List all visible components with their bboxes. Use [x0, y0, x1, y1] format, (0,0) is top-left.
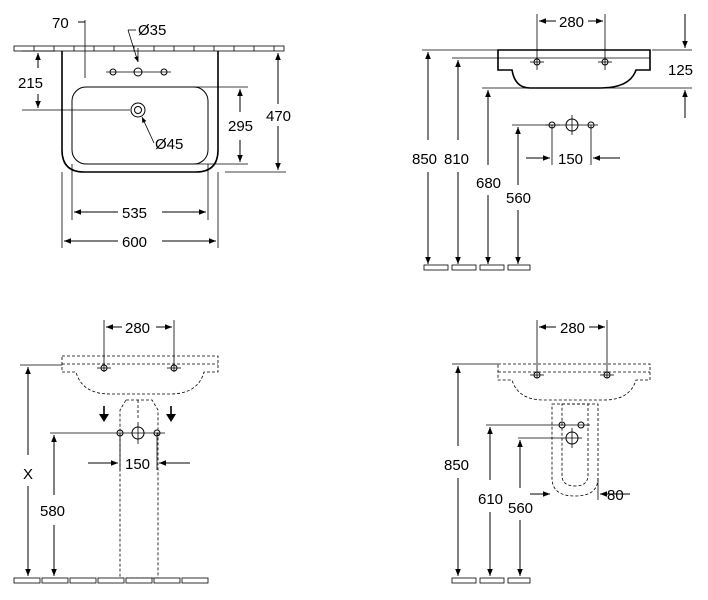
dim-810: 810 — [444, 151, 469, 168]
basin-front-2 — [497, 363, 651, 401]
dim-215: 215 — [18, 75, 43, 92]
dim-535: 535 — [122, 205, 147, 222]
dim-x: X — [23, 466, 33, 483]
basin-profile — [497, 49, 651, 89]
dim-280-bl: 280 — [125, 320, 150, 337]
plan-view: 70 Ø35 215 295 470 Ø45 535 — [13, 15, 291, 251]
dim-280-tr: 280 — [559, 14, 584, 31]
dim-560-br: 560 — [508, 500, 533, 517]
dim-280-br: 280 — [560, 320, 585, 337]
dim-610: 610 — [478, 491, 503, 508]
dim-295: 295 — [228, 118, 253, 135]
floor-hatch — [451, 577, 531, 584]
dim-150-bl: 150 — [125, 456, 150, 473]
dim-850-br: 850 — [444, 457, 469, 474]
dim-680: 680 — [476, 175, 501, 192]
basin-outline — [61, 51, 219, 173]
wall-hatch — [13, 45, 285, 52]
floor-hatch — [13, 577, 209, 584]
front-view-pedestal: 280 150 X 580 — [13, 320, 219, 584]
semi-pedestal — [551, 403, 599, 497]
dim-580: 580 — [40, 503, 65, 520]
tap-holes — [106, 67, 171, 77]
dim-125: 125 — [668, 62, 693, 79]
dim-80: 80 — [607, 487, 624, 504]
drain-icon — [130, 102, 146, 118]
dim-470: 470 — [266, 108, 291, 125]
dim-diam45: Ø45 — [155, 136, 183, 153]
dim-70: 70 — [52, 15, 69, 32]
dim-850-tr: 850 — [412, 151, 437, 168]
dim-diam35: Ø35 — [138, 22, 166, 39]
dim-600: 600 — [122, 234, 147, 251]
basin-front — [61, 355, 219, 395]
side-view-wall: 280 125 850 810 680 560 — [412, 14, 693, 271]
arrow-down-icon — [99, 406, 176, 422]
dim-150-tr: 150 — [558, 151, 583, 168]
floor-hatch — [423, 264, 531, 271]
pipe-connections — [545, 115, 598, 165]
dim-560-tr: 560 — [506, 190, 531, 207]
basin-bowl — [71, 86, 209, 165]
front-view-semi-pedestal: 280 80 850 610 560 — [444, 320, 651, 584]
